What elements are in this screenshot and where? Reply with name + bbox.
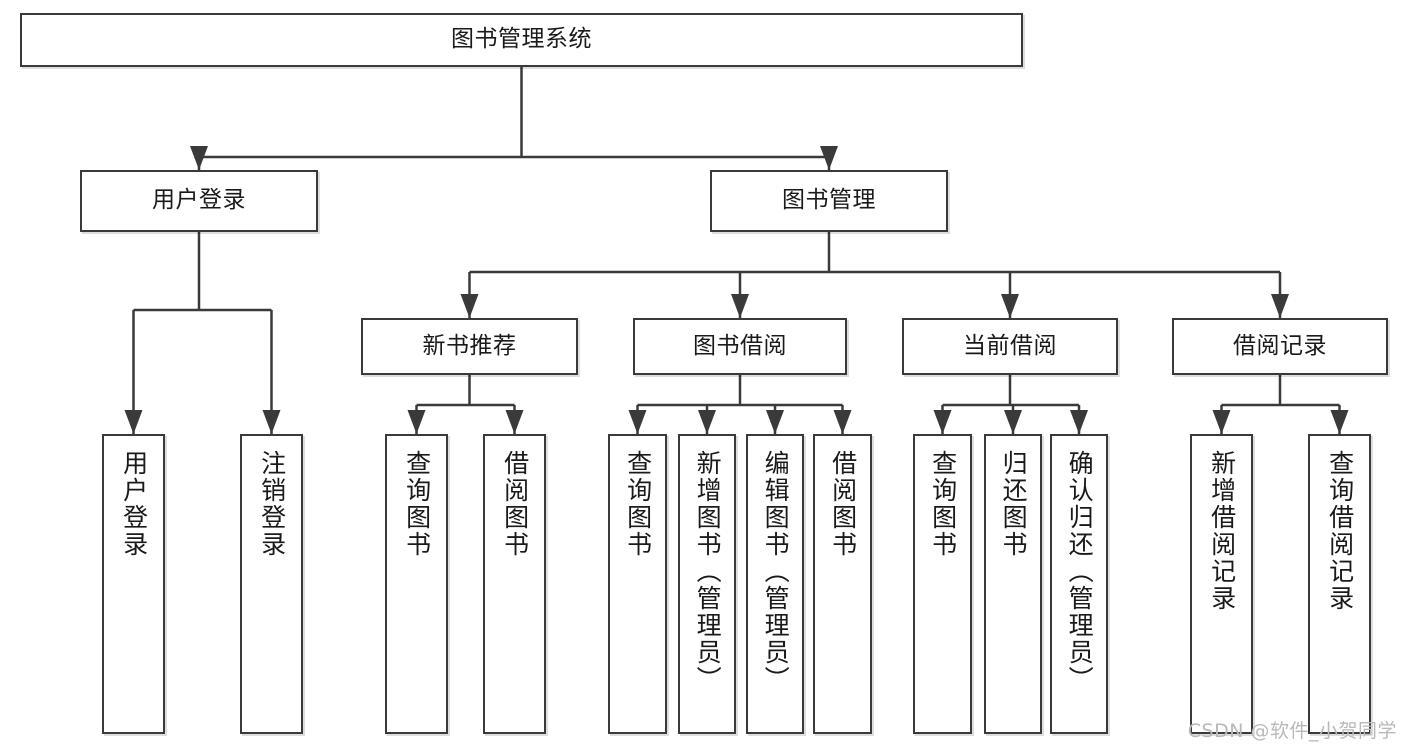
node-user-login[interactable]: 用户登录 — [80, 170, 318, 232]
node-leaf-logout[interactable]: 注销登录 — [240, 434, 303, 734]
node-book-borrow[interactable]: 图书借阅 — [633, 318, 847, 375]
node-label: 借阅记录 — [1233, 332, 1327, 359]
connector-arrowhead — [833, 410, 852, 434]
connector-arrowhead — [460, 294, 479, 318]
node-leaf-query-book-1[interactable]: 查询图书 — [385, 434, 448, 734]
connector-arrowhead — [1330, 410, 1349, 434]
node-label: 图书管理系统 — [451, 26, 592, 53]
node-label: 新增图书（管理员） — [693, 450, 723, 693]
node-label: 图书管理 — [782, 187, 876, 214]
node-leaf-borrow-book-2[interactable]: 借阅图书 — [813, 434, 872, 734]
connector-arrowhead — [1001, 294, 1019, 318]
node-borrow-record[interactable]: 借阅记录 — [1172, 318, 1388, 375]
node-label: 当前借阅 — [963, 332, 1057, 359]
connector-arrowhead — [1004, 410, 1022, 434]
watermark-label: CSDN @软件_小贺同学 — [1187, 720, 1397, 742]
node-label: 查询图书 — [623, 450, 653, 558]
node-label: 确认归还（管理员） — [1065, 450, 1095, 693]
node-label: 借阅图书 — [828, 450, 858, 558]
node-label: 图书借阅 — [693, 332, 787, 359]
connector-arrowhead — [1212, 410, 1231, 434]
node-leaf-query-book-2[interactable]: 查询图书 — [608, 434, 667, 734]
connector-arrowhead — [933, 410, 952, 434]
node-current-borrow[interactable]: 当前借阅 — [902, 318, 1118, 375]
node-leaf-confirm-return[interactable]: 确认归还（管理员） — [1050, 434, 1108, 734]
node-label: 注销登录 — [257, 450, 287, 558]
connector-arrowhead — [124, 410, 143, 434]
connector-arrowhead — [1271, 294, 1289, 318]
connector-arrowhead — [820, 146, 838, 170]
node-label: 编辑图书（管理员） — [761, 450, 791, 693]
node-label: 查询图书 — [402, 450, 432, 558]
connector-arrowhead — [628, 410, 647, 434]
connector-arrowhead — [1070, 410, 1088, 434]
node-label: 新增借阅记录 — [1207, 450, 1237, 612]
node-leaf-query-book-3[interactable]: 查询图书 — [913, 434, 972, 734]
node-label: 查询借阅记录 — [1325, 450, 1355, 612]
connector-arrowhead — [698, 410, 716, 434]
node-label: 新书推荐 — [422, 332, 517, 359]
connector-arrowhead — [262, 410, 281, 434]
connector-arrowhead — [766, 410, 784, 434]
node-leaf-query-record[interactable]: 查询借阅记录 — [1308, 434, 1371, 734]
node-leaf-user-login[interactable]: 用户登录 — [102, 434, 165, 734]
node-label: 用户登录 — [152, 187, 246, 214]
node-label: 归还图书 — [999, 450, 1029, 558]
connector-arrowhead — [731, 294, 749, 318]
node-label: 查询图书 — [928, 450, 958, 558]
node-leaf-add-record[interactable]: 新增借阅记录 — [1190, 434, 1253, 734]
node-leaf-return-book[interactable]: 归还图书 — [984, 434, 1042, 734]
node-leaf-add-book[interactable]: 新增图书（管理员） — [678, 434, 736, 734]
node-book-manage[interactable]: 图书管理 — [710, 170, 948, 232]
connector-arrowhead — [190, 146, 208, 170]
connector-arrowhead — [505, 410, 524, 434]
node-label: 用户登录 — [119, 450, 149, 558]
node-label: 借阅图书 — [500, 450, 530, 558]
node-new-book-rec[interactable]: 新书推荐 — [361, 318, 578, 375]
node-leaf-borrow-book-1[interactable]: 借阅图书 — [483, 434, 546, 734]
node-root[interactable]: 图书管理系统 — [20, 13, 1023, 67]
node-leaf-edit-book[interactable]: 编辑图书（管理员） — [746, 434, 804, 734]
connector-arrowhead — [407, 410, 426, 434]
